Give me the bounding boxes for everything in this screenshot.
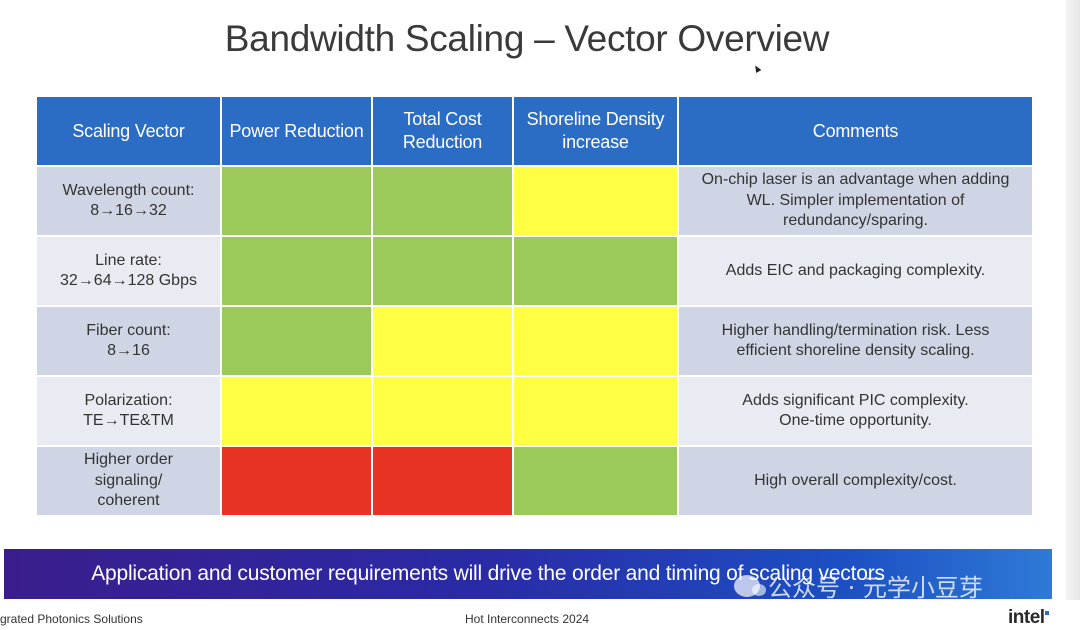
rating-cell-total-cost-reduction bbox=[371, 445, 514, 517]
rating-cell-power-reduction bbox=[220, 445, 373, 517]
intel-logo-dot bbox=[1045, 611, 1049, 615]
window-edge-strip bbox=[1066, 0, 1080, 600]
rating-cell-shoreline-density bbox=[512, 305, 679, 377]
table-header-row: Scaling Vector Power Reduction Total Cos… bbox=[35, 95, 1034, 167]
header-total-cost-reduction: Total Cost Reduction bbox=[371, 95, 514, 167]
table-row: Fiber count: 8→16 Higher handling/termina… bbox=[35, 305, 1034, 377]
watermark-text: 公众号 · 元学小豆芽 bbox=[768, 574, 983, 602]
scaling-vector-cell: Line rate: 32→64→128 Gbps bbox=[35, 235, 222, 307]
rating-cell-shoreline-density bbox=[512, 375, 679, 447]
wechat-icon bbox=[734, 574, 766, 597]
rating-cell-power-reduction bbox=[220, 305, 373, 377]
scaling-vector-table: Scaling Vector Power Reduction Total Cos… bbox=[35, 95, 1034, 517]
footer-left-text: grated Photonics Solutions bbox=[0, 612, 143, 626]
rating-cell-total-cost-reduction bbox=[371, 235, 514, 307]
table-body: Wavelength count: 8→16→32 On-chip laser i… bbox=[35, 165, 1034, 517]
comment-cell: Higher handling/termination risk. Less e… bbox=[677, 305, 1034, 377]
header-shoreline-density: Shoreline Density increase bbox=[512, 95, 679, 167]
table-row: Line rate: 32→64→128 Gbps Adds EIC and pa… bbox=[35, 235, 1034, 307]
slide-title: Bandwidth Scaling – Vector Overview bbox=[224, 18, 830, 59]
table-row: Wavelength count: 8→16→32 On-chip laser i… bbox=[35, 165, 1034, 237]
conclusion-banner: Application and customer requirements wi… bbox=[4, 549, 1052, 599]
scaling-vector-cell: Fiber count: 8→16 bbox=[35, 305, 222, 377]
table-row: Polarization: TE→TE&TM Adds significant P… bbox=[35, 375, 1034, 447]
comment-cell: Adds EIC and packaging complexity. bbox=[677, 235, 1034, 307]
rating-cell-total-cost-reduction bbox=[371, 305, 514, 377]
scaling-vector-cell: Higher order signaling/ coherent bbox=[35, 445, 222, 517]
scaling-vector-cell: Polarization: TE→TE&TM bbox=[35, 375, 222, 447]
rating-cell-total-cost-reduction bbox=[371, 165, 514, 237]
footer-event-name: Hot Interconnects 2024 bbox=[465, 612, 590, 626]
rating-cell-total-cost-reduction bbox=[371, 375, 514, 447]
rating-cell-power-reduction bbox=[220, 235, 373, 307]
rating-cell-power-reduction bbox=[220, 165, 373, 237]
header-power-reduction: Power Reduction bbox=[220, 95, 373, 167]
mouse-cursor-icon bbox=[752, 63, 762, 74]
rating-cell-shoreline-density bbox=[512, 235, 679, 307]
comment-cell: High overall complexity/cost. bbox=[677, 445, 1034, 517]
table-row: Higher order signaling/ coherent High ove… bbox=[35, 445, 1034, 517]
rating-cell-shoreline-density bbox=[512, 445, 679, 517]
watermark: 公众号 · 元学小豆芽 bbox=[734, 568, 983, 603]
rating-cell-power-reduction bbox=[220, 375, 373, 447]
header-scaling-vector: Scaling Vector bbox=[35, 95, 222, 167]
comment-cell: On-chip laser is an advantage when addin… bbox=[677, 165, 1034, 237]
scaling-vector-cell: Wavelength count: 8→16→32 bbox=[35, 165, 222, 237]
header-comments: Comments bbox=[677, 95, 1034, 167]
comment-cell: Adds significant PIC complexity. One-tim… bbox=[677, 375, 1034, 447]
banner-text: Application and customer requirements wi… bbox=[91, 562, 885, 585]
intel-logo: intel bbox=[1008, 607, 1045, 628]
rating-cell-shoreline-density bbox=[512, 165, 679, 237]
